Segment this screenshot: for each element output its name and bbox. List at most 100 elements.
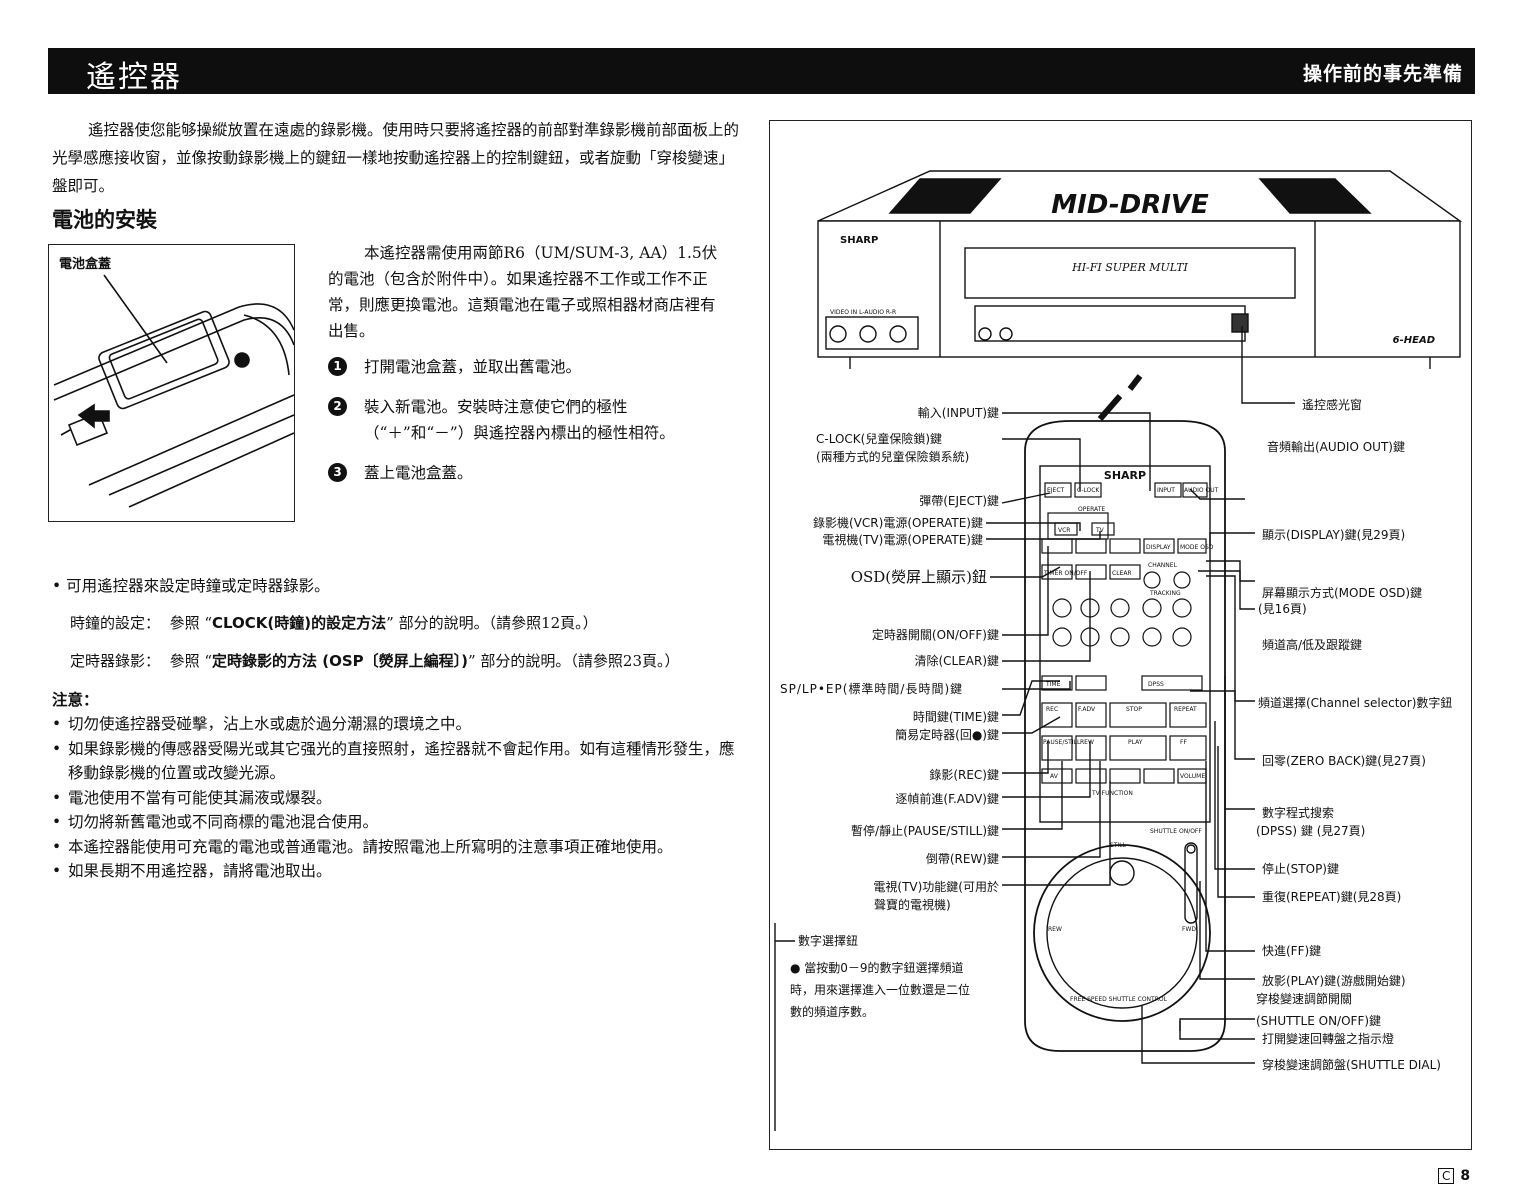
ref-timer: 定時器錄影： 參照 “定時錄影的方法 (OSP〔熒屏上編程〕)” 部分的說明。（… (70, 652, 680, 670)
svg-text:MODE OSD: MODE OSD (1180, 544, 1214, 551)
svg-text:PAUSE/STILL: PAUSE/STILL (1043, 739, 1081, 746)
vcr-head: 6-HEAD (1393, 335, 1435, 346)
svg-text:TV: TV (1095, 527, 1105, 534)
step-text: 打開電池盒蓋，並取出舊電池。 (364, 358, 582, 376)
label-audio-out: 音頻輸出(AUDIO OUT)鍵 (1267, 440, 1405, 454)
label-tv-function-sub: 聲寶的電視機) (874, 898, 951, 912)
label-repeat: 重復(REPEAT)鍵(見28頁) (1262, 890, 1402, 904)
label-shuttle-switch: 穿梭變速調節開關 (1256, 992, 1353, 1006)
label-splp: SP/LP•EP(標準時間/長時間)鍵 (780, 682, 964, 696)
notes-title: 注意： (52, 690, 99, 709)
label-play: 放影(PLAY)鍵(游戲開始鍵) (1262, 974, 1406, 988)
label-channel-selector: 頻道選擇(Channel selector)數字鈕 (1258, 696, 1453, 710)
note-item: 本遙控器能使用可充電的電池或普通電池。請按照電池上所寫明的注意事項正確地使用。 (52, 835, 742, 860)
battery-description: 本遙控器需使用兩節R6（UM/SUM-3, AA）1.5伏的電池（包含於附件中）… (328, 244, 718, 340)
svg-text:REW: REW (1048, 926, 1062, 933)
label-zero-back: 回零(ZERO BACK)鍵(見27頁) (1262, 754, 1426, 768)
svg-text:DPSS: DPSS (1148, 681, 1164, 688)
label-shuttle-onoff: (SHUTTLE ON/OFF)鍵 (1256, 1014, 1382, 1028)
label-shuttle-dial: 穿梭變速調節盤(SHUTTLE DIAL) (1262, 1058, 1441, 1072)
label-mode-osd-sub: (見16頁) (1258, 602, 1307, 616)
label-rew: 倒帶(REW)鍵 (925, 852, 999, 866)
label-stop: 停止(STOP)鍵 (1262, 862, 1339, 876)
svg-text:REC: REC (1046, 706, 1058, 713)
svg-text:VCR: VCR (1058, 527, 1070, 534)
svg-text:PLAY: PLAY (1128, 739, 1143, 746)
svg-text:SHUTTLE ON/OFF: SHUTTLE ON/OFF (1150, 828, 1202, 835)
ref-clock: 時鐘的設定： 參照 “CLOCK(時鐘)的設定方法” 部分的說明。（請參照12頁… (70, 614, 598, 632)
section-title: 操作前的事先準備 (1302, 63, 1463, 85)
page-header: 遙控器 操作前的事先準備 (48, 48, 1475, 95)
label-dpss: 數字程式搜索 (1262, 806, 1335, 820)
remote-brand: SHARP (1104, 469, 1146, 482)
label-channel-tracking: 頻道高/低及跟蹤鍵 (1262, 638, 1363, 652)
label-input: 輸入(INPUT)鍵 (917, 406, 999, 420)
digit-select-title: 數字選擇鈕 (798, 934, 859, 948)
vcr-logo: MID-DRIVE (1051, 190, 1209, 220)
note-item: 如果錄影機的傳感器受陽光或其它强光的直接照射，遙控器就不會起作用。如有這種情形發… (52, 737, 742, 786)
svg-text:OPERATE: OPERATE (1078, 506, 1105, 513)
digit-select-note: ● 當按動0－9的數字鈕選擇頻道時，用來選擇進入一位數還是二位數的頻道序數。 (790, 961, 971, 1019)
svg-text:INPUT: INPUT (1157, 487, 1175, 494)
step-text: 蓋上電池盒蓋。 (364, 464, 473, 482)
svg-text:FREE SPEED SHUTTLE CONTROL: FREE SPEED SHUTTLE CONTROL (1070, 996, 1168, 1003)
svg-text:TRACKING: TRACKING (1149, 590, 1181, 597)
page-title: 遙控器 (86, 60, 182, 95)
vcr-model: HI-FI SUPER MULTI (1071, 261, 1188, 274)
label-time: 時間鍵(TIME)鍵 (912, 710, 999, 724)
vcr-inputs: VIDEO IN L-AUDIO R-R (830, 309, 896, 316)
label-sensor: 遙控感光窗 (1302, 398, 1363, 412)
remote-diagram: MID-DRIVE SHARP HI-FI SUPER MULTI 6-HEAD… (769, 120, 1472, 1150)
bullet-clock-timer: • 可用遙控器來設定時鐘或定時器錄影。 (52, 577, 330, 595)
svg-text:TV FUNCTION: TV FUNCTION (1091, 790, 1133, 797)
note-item: 切勿使遙控器受碰擊，沾上水或處於過分潮濕的環境之中。 (52, 712, 742, 737)
note-item: 如果長期不用遙控器，請將電池取出。 (52, 859, 742, 884)
svg-text:REPEAT: REPEAT (1174, 706, 1197, 713)
label-tv-operate: 電視機(TV)電源(OPERATE)鍵 (822, 533, 983, 547)
label-mode-osd: 屏幕顯示方式(MODE OSD)鍵 (1262, 586, 1423, 600)
battery-illustration: 電池盒蓋 (48, 244, 295, 522)
label-rec: 錄影(REC)鍵 (929, 768, 999, 782)
step-text: 裝入新電池。安裝時注意使它們的極性（“＋”和“－”）與遙控器內標出的極性相符。 (364, 398, 675, 442)
battery-drawing (53, 274, 294, 508)
svg-text:AUDIO OUT: AUDIO OUT (1184, 487, 1219, 494)
vcr-brand: SHARP (840, 235, 878, 246)
label-dpss-sub: (DPSS) 鍵 (見27頁) (1256, 824, 1366, 838)
page-mark: C (1438, 1168, 1455, 1184)
svg-text:TIMER ON/OFF: TIMER ON/OFF (1043, 570, 1088, 577)
svg-text:CHANNEL: CHANNEL (1148, 562, 1178, 569)
label-vcr-operate: 錄影機(VCR)電源(OPERATE)鍵 (813, 516, 983, 530)
note-item: 切勿將新舊電池或不同商標的電池混合使用。 (52, 810, 742, 835)
svg-text:VOLUME: VOLUME (1180, 773, 1205, 780)
step-number: 1 (328, 357, 347, 376)
label-shuttle-indicator: 打開變速回轉盤之指示燈 (1262, 1032, 1395, 1046)
svg-text:CLEAR: CLEAR (1112, 570, 1132, 577)
label-osd: OSD(熒屏上顯示)鈕 (850, 568, 987, 586)
svg-text:FWD: FWD (1182, 926, 1196, 933)
svg-text:REW: REW (1080, 739, 1094, 746)
label-display: 顯示(DISPLAY)鍵(見29頁) (1262, 528, 1406, 542)
svg-text:STOP: STOP (1126, 706, 1142, 713)
svg-text:AV: AV (1050, 773, 1059, 780)
battery-cover-label: 電池盒蓋 (59, 257, 112, 272)
label-ff: 快進(FF)鍵 (1262, 944, 1322, 958)
svg-text:TIME: TIME (1045, 681, 1061, 688)
svg-text:DISPLAY: DISPLAY (1146, 544, 1171, 551)
svg-text:C-LOCK: C-LOCK (1077, 487, 1100, 494)
svg-text:FF: FF (1180, 739, 1187, 746)
label-clock: C-LOCK(兒童保險鎖)鍵 (816, 432, 943, 446)
step-number: 2 (328, 397, 347, 416)
battery-section-title: 電池的安裝 (52, 207, 157, 232)
svg-text:STILL: STILL (1110, 842, 1127, 849)
label-tv-function: 電視(TV)功能鍵(可用於 (873, 880, 999, 894)
intro-paragraph: 遙控器使您能够操縱放置在遠處的錄影機。使用時只要將遙控器的前部對準錄影機前部面板… (52, 121, 740, 195)
vcr-remote-drawing: MID-DRIVE SHARP HI-FI SUPER MULTI 6-HEAD… (774, 170, 1463, 1131)
svg-text:EJECT: EJECT (1047, 487, 1065, 494)
label-fadv: 逐幀前進(F.ADV)鍵 (895, 792, 999, 806)
notes-list: 切勿使遙控器受碰擊，沾上水或處於過分潮濕的環境之中。 如果錄影機的傳感器受陽光或… (52, 712, 742, 884)
label-clock-sub: (兩種方式的兒童保險鎖系統) (816, 450, 970, 464)
label-clear: 清除(CLEAR)鍵 (914, 654, 999, 668)
label-eject: 彈帶(EJECT)鍵 (919, 494, 999, 508)
svg-text:F.ADV: F.ADV (1078, 706, 1096, 713)
